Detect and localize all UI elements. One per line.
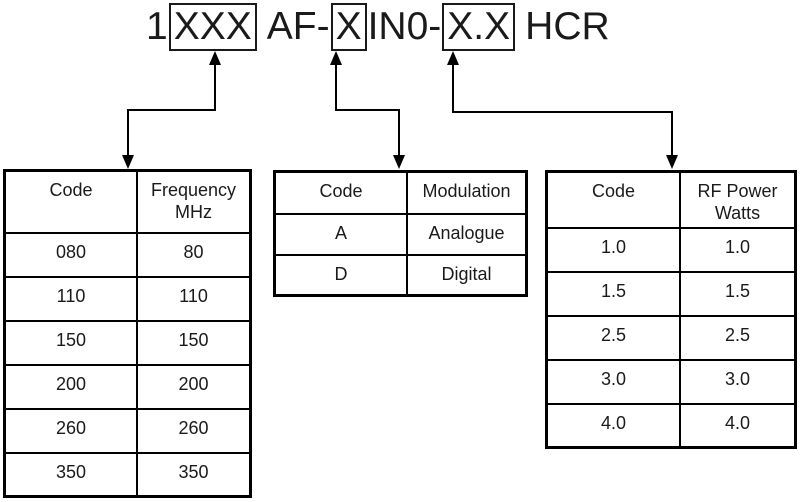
cell-value: 110 [136, 275, 252, 322]
cell-value: 260 [136, 407, 252, 454]
table-row: 260 260 [3, 407, 252, 454]
modulation-table: Code Modulation A Analogue D Digital [273, 170, 528, 297]
table-header-row: Code Frequency MHz [3, 169, 252, 234]
frequency-table: Code Frequency MHz 080 80 110 110 150 15… [3, 169, 252, 498]
table-row: 080 80 [3, 231, 252, 278]
table-header-row: Code Modulation [273, 170, 528, 215]
cell-code: 4.0 [545, 402, 681, 449]
cell-code: 080 [3, 231, 138, 278]
rf-power-header-code: Code [545, 170, 681, 229]
cell-value: 80 [136, 231, 252, 278]
cell-code: 2.5 [545, 314, 681, 361]
cell-code: D [273, 253, 408, 297]
cell-code: 3.0 [545, 358, 681, 405]
modulation-code-box: X [330, 3, 367, 51]
cell-value: Digital [406, 253, 528, 297]
cell-value: 1.5 [679, 270, 797, 317]
modulation-connector-line [335, 64, 400, 157]
frequency-code-box: XXX [168, 3, 257, 51]
arrow-up-icon [209, 51, 221, 65]
title-segment-af: AF- [266, 5, 330, 48]
cell-code: 350 [3, 451, 138, 498]
title-suffix: HCR [525, 5, 610, 48]
frequency-header-value: Frequency MHz [136, 169, 252, 234]
table-row: 3.0 3.0 [545, 358, 797, 405]
cell-code: 110 [3, 275, 138, 322]
table-row: 1.0 1.0 [545, 226, 797, 273]
table-row: 110 110 [3, 275, 252, 322]
cell-code: 260 [3, 407, 138, 454]
cell-value: 1.0 [679, 226, 797, 273]
table-row: A Analogue [273, 212, 528, 256]
arrow-down-icon [393, 155, 405, 169]
cell-value: 3.0 [679, 358, 797, 405]
arrow-up-icon [330, 51, 342, 65]
cell-value: 350 [136, 451, 252, 498]
table-row: 200 200 [3, 363, 252, 410]
cell-value: 150 [136, 319, 252, 366]
cell-value: 200 [136, 363, 252, 410]
table-row: 350 350 [3, 451, 252, 498]
rf-power-table: Code RF Power Watts 1.0 1.0 1.5 1.5 2.5 … [545, 170, 797, 449]
rf-power-connector-line [452, 64, 673, 157]
cell-code: 1.0 [545, 226, 681, 273]
cell-code: 1.5 [545, 270, 681, 317]
table-header-row: Code RF Power Watts [545, 170, 797, 229]
cell-code: 200 [3, 363, 138, 410]
cell-code: A [273, 212, 408, 256]
table-row: 150 150 [3, 319, 252, 366]
frequency-connector-line [127, 64, 216, 157]
table-row: D Digital [273, 253, 528, 297]
table-row: 2.5 2.5 [545, 314, 797, 361]
rf-power-header-line1: RF Power [697, 181, 778, 201]
frequency-header-line2: MHz [175, 201, 212, 222]
table-row: 1.5 1.5 [545, 270, 797, 317]
cell-value: 4.0 [679, 402, 797, 449]
rf-power-code-box: X.X [442, 3, 516, 51]
modulation-header-code: Code [273, 170, 408, 215]
rf-power-header-line2: Watts [714, 202, 761, 223]
cell-value: 2.5 [679, 314, 797, 361]
table-row: 4.0 4.0 [545, 402, 797, 449]
part-number-title: 1 XXX AF- X IN0- X.X HCR [146, 1, 610, 53]
frequency-header-line1: Frequency [150, 180, 237, 200]
title-segment-in0: IN0- [367, 5, 442, 48]
arrow-down-icon [122, 155, 134, 169]
cell-value: Analogue [406, 212, 528, 256]
title-prefix: 1 [146, 5, 168, 48]
arrow-down-icon [666, 155, 678, 169]
rf-power-header-value: RF Power Watts [679, 170, 797, 229]
modulation-header-value: Modulation [406, 170, 528, 215]
cell-code: 150 [3, 319, 138, 366]
frequency-header-code: Code [3, 169, 138, 234]
arrow-up-icon [447, 51, 459, 65]
